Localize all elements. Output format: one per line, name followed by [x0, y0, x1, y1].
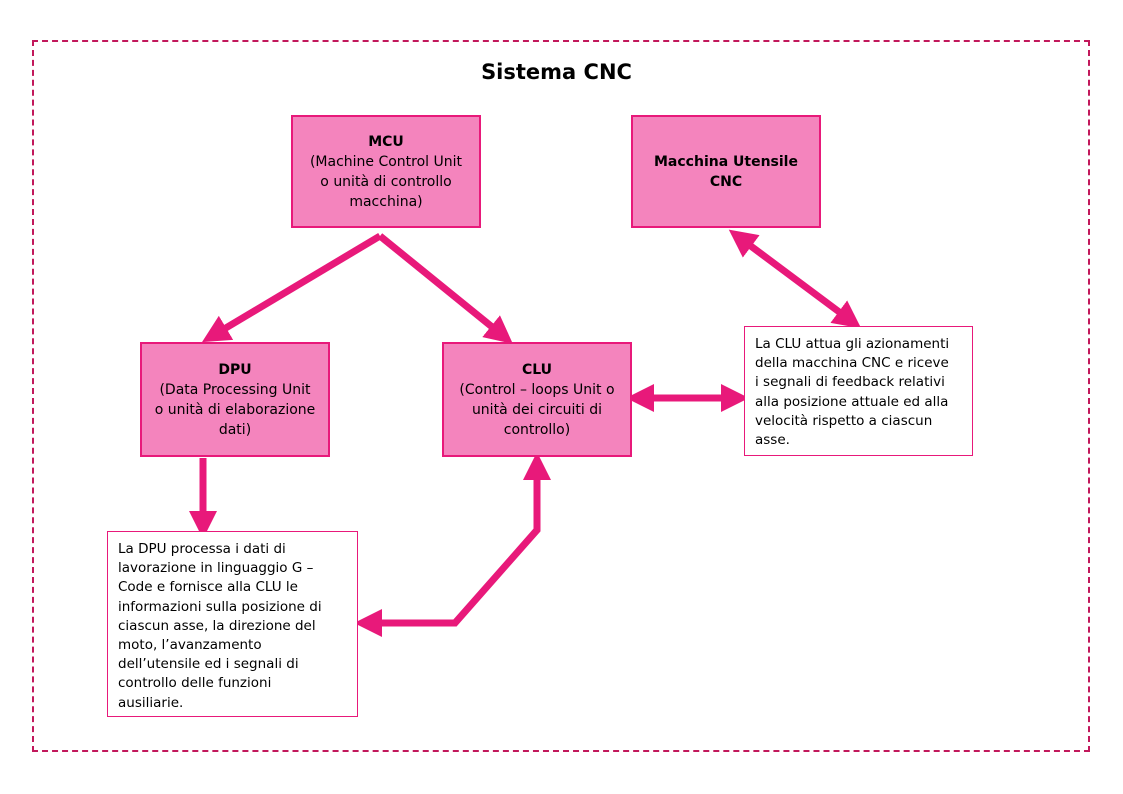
arrow-mcu-to-dpu: [201, 232, 382, 343]
mcu-desc: (Machine Control Unit o unità di control…: [309, 153, 463, 210]
clu-name: CLU: [521, 361, 553, 378]
clu-desc: (Control – loops Unit o unità dei circui…: [459, 381, 615, 438]
macchina-utensile-name: Macchina Utensile CNC: [654, 153, 798, 190]
dpu-name: DPU: [218, 361, 252, 378]
macchina-utensile-box: Macchina Utensile CNC: [631, 115, 821, 228]
diagram-title: Sistema CNC: [481, 60, 632, 84]
arrow-macchina-to-clu-note: [728, 229, 862, 329]
clu-box: CLU (Control – loops Unit o unità dei ci…: [442, 342, 632, 457]
dpu-note: La DPU processa i dati di lavorazione in…: [107, 531, 358, 717]
dpu-box: DPU (Data Processing Unit o unità di ela…: [140, 342, 330, 457]
arrow-mcu-to-clu: [377, 233, 513, 344]
dpu-desc: (Data Processing Unit o unità di elabora…: [154, 381, 316, 438]
clu-note: La CLU attua gli azionamenti della macch…: [744, 326, 973, 456]
mcu-name: MCU: [368, 133, 404, 150]
mcu-box: MCU (Machine Control Unit o unità di con…: [291, 115, 481, 228]
diagram-frame: [32, 40, 1090, 752]
arrow-clu-dpu-note: [354, 452, 551, 637]
